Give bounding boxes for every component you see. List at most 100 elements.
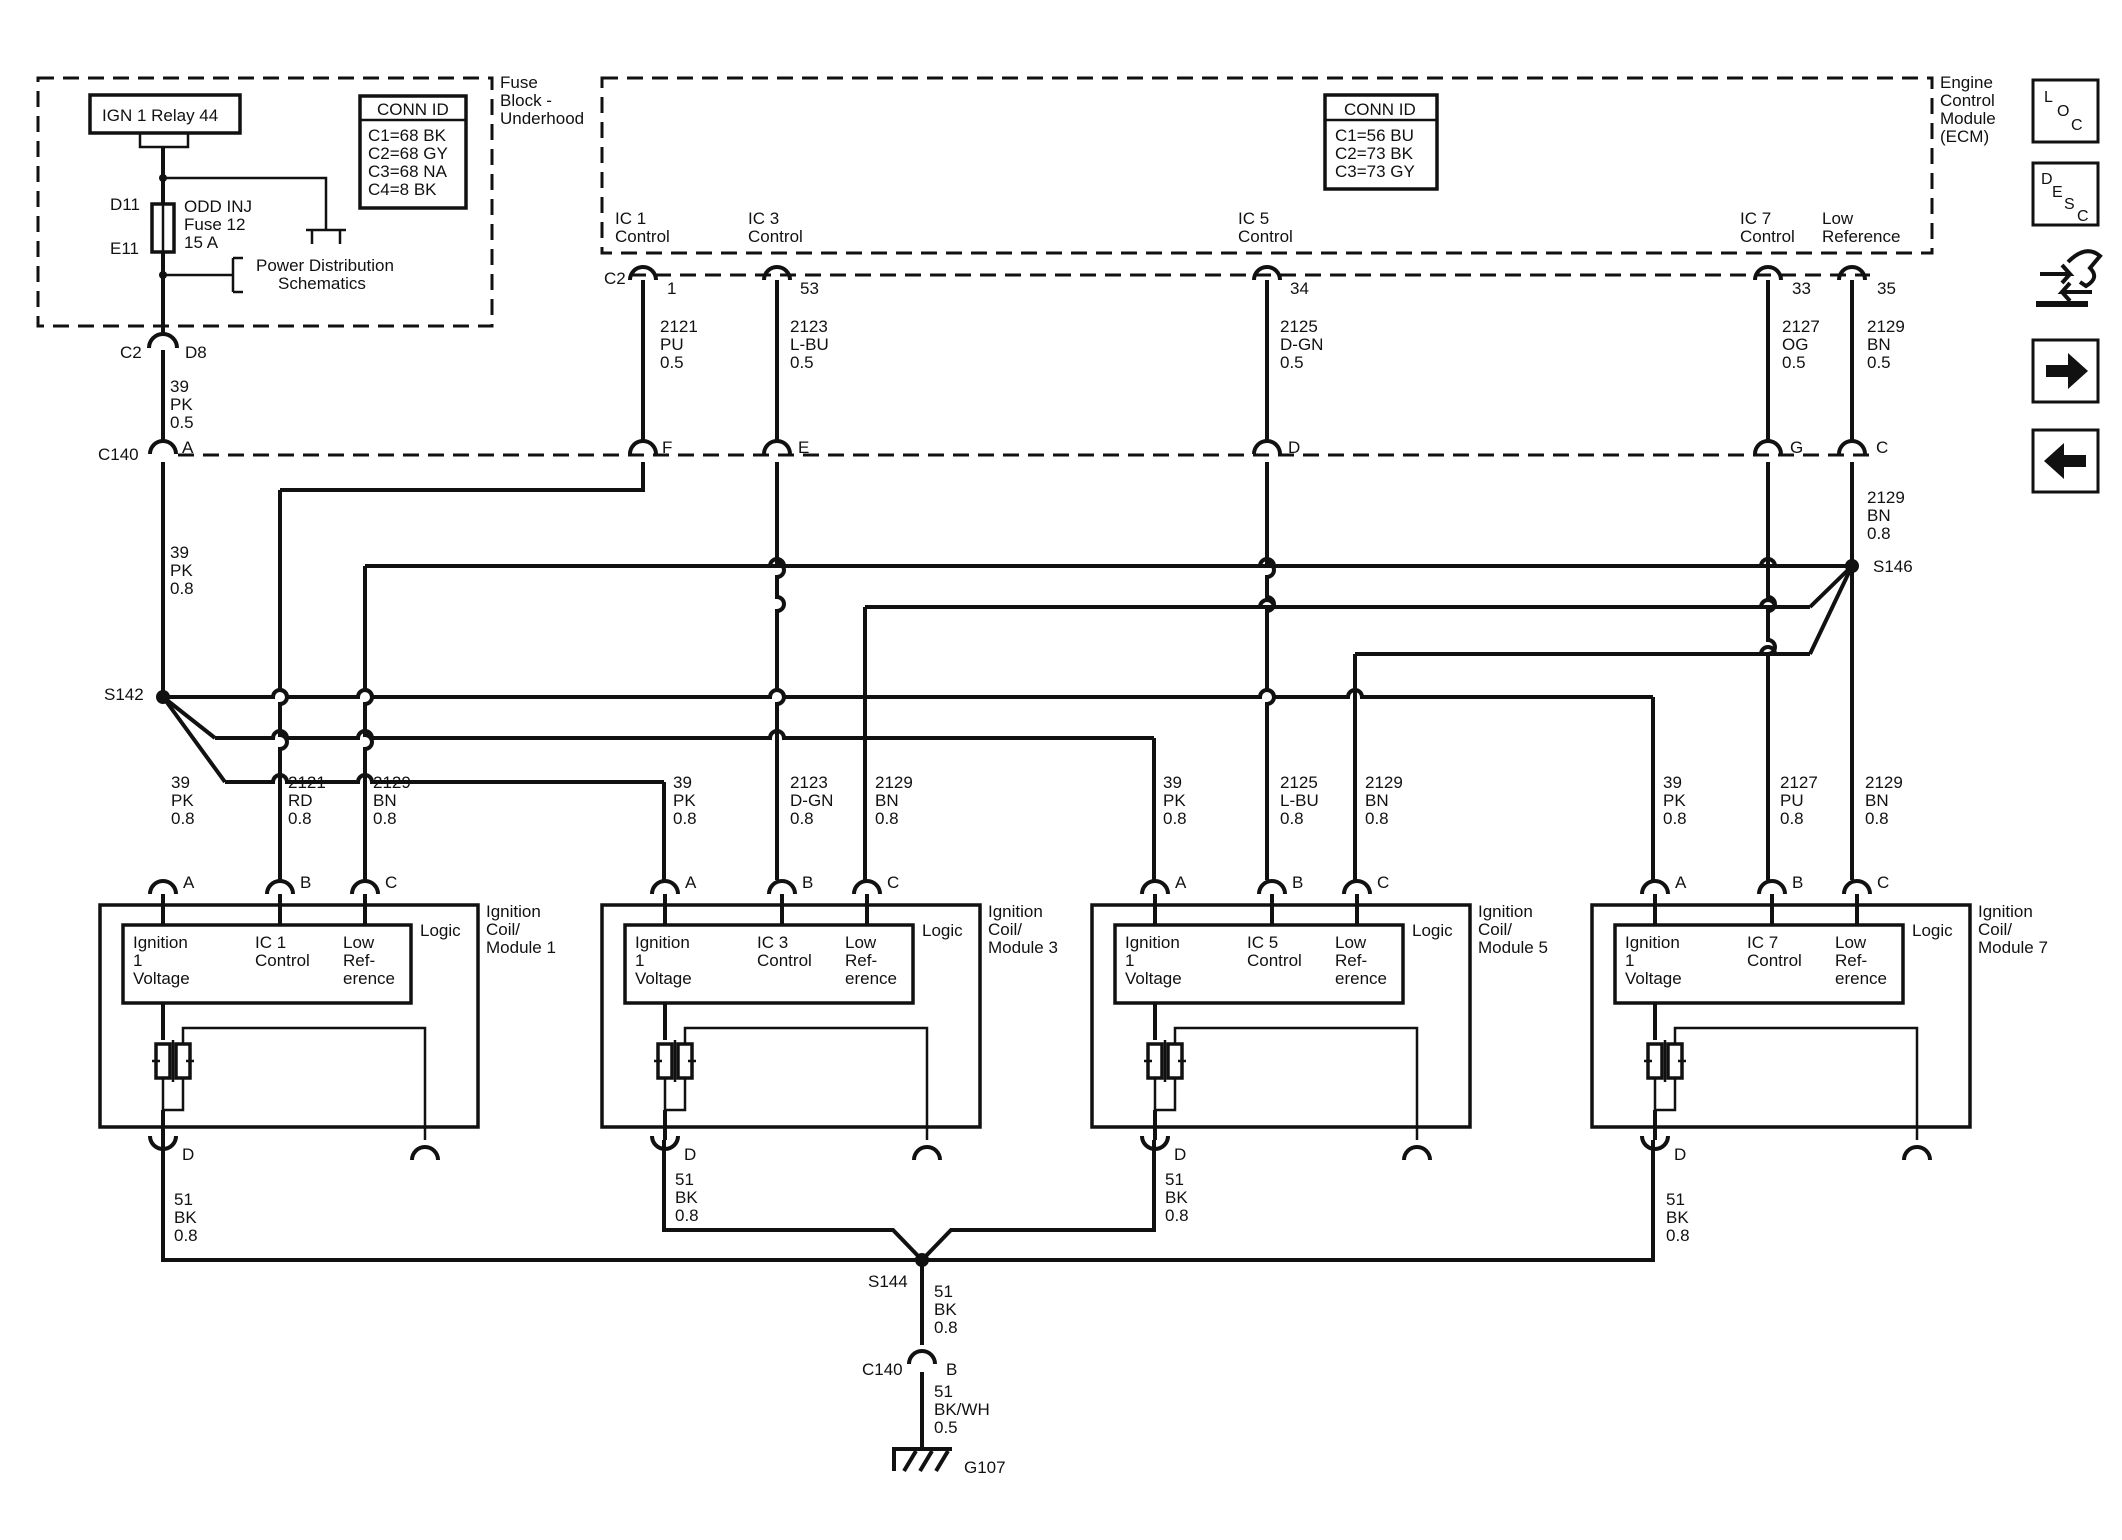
coil7-circuit-2-line-2: 0.8 [1865,809,1889,828]
coil7-secondary-lead [1673,1026,1919,1140]
coil3-spark-output-connector [912,1145,942,1161]
coil5-cell-2-line-1: Ref- [1335,951,1367,970]
ground-conn-pin: B [946,1360,957,1379]
coil1-housing [98,903,480,1129]
location-button[interactable]: L O C [2031,78,2100,144]
c140-pin-d: D [1288,438,1300,457]
coil3-pin-c-label: C [887,873,899,892]
ecm-conn-label: C2 [604,269,626,288]
ic5-wire-drop [1265,462,1276,880]
coil1-pin-b-label: B [300,873,311,892]
coil5-ground-circuit-2: 0.8 [1165,1206,1189,1225]
coil5-cell-0-line-1: 1 [1125,951,1134,970]
connector-view-icon[interactable] [2036,249,2103,307]
coil1-pin-d-label: D [182,1145,194,1164]
feed-circ-2: PK [170,395,193,414]
ecm-pin-connector-4 [1837,265,1867,281]
coil7-cell-0-line-2: Voltage [1625,969,1682,988]
ecm-t3-circ-2: OG [1782,335,1808,354]
arrow-left-icon[interactable] [2031,428,2100,494]
relay-contact-symbol [138,133,190,149]
coil7-cell-1-line-0: IC 7 [1747,933,1778,952]
ref-after-circ-1: 2129 [1867,488,1905,507]
ecm-conn-line-3: C3=73 GY [1335,162,1415,181]
c140-c-connector [1837,439,1867,455]
coil7-circuit-2-line-0: 2129 [1865,773,1903,792]
ground-id-label: G107 [964,1458,1006,1477]
ecm-t0-pin: 1 [667,279,676,298]
ground-c140-connector [907,1349,937,1365]
coil5-cell-1-line-1: Control [1247,951,1302,970]
ref-after-circ-3: 0.8 [1867,524,1891,543]
ground-circuit: 51 BK 0.8 C140 B 51 BK/WH 0.5 G107 [862,1282,1006,1477]
ecm-title-2: Control [1940,91,1995,110]
fuse-conn-line-1: C1=68 BK [368,126,447,145]
fuse-block-title-1: Fuse [500,73,538,92]
ecm-title-3: Module [1940,109,1996,128]
pd-ref-symbol-bottom [163,256,243,294]
coil7-circuit-1-line-0: 2127 [1780,773,1818,792]
lowref-branch-coil3 [865,598,1810,609]
ecm-t2-circ-3: 0.5 [1280,353,1304,372]
coil5-circuit-0-line-0: 39 [1163,773,1182,792]
coil7-core-line [1644,1040,1686,1082]
coil5-pin-b-label: B [1292,873,1303,892]
feed-after-circ-2: PK [170,561,193,580]
c140-e-connector [762,439,792,455]
coil1-secondary-lead [181,1026,427,1140]
fuse-out-connector-symbol [147,332,179,349]
ecm-t0-name-2: Control [615,227,670,246]
ecm-t0-circ-3: 0.5 [660,353,684,372]
coil3-pin-c-connector [852,879,882,895]
ground-trunk-circ-3: 0.8 [934,1318,958,1337]
coil5-logic-label: Logic [1412,921,1453,940]
nav-panel: L O C D E S C [2031,78,2103,494]
ecm-t2-name-2: Control [1238,227,1293,246]
coil7-pin-c-label: C [1877,873,1889,892]
coil3-title-2: Module 3 [988,938,1058,957]
coil1-cell-0-line-1: 1 [133,951,142,970]
coil3-ground-circuit-0: 51 [675,1170,694,1189]
coil1-cell-2-line-0: Low [343,933,375,952]
coil5-logic-block [1113,923,1405,1005]
coil7-winding-return [1653,1078,1677,1112]
desc-letter-s: S [2064,196,2075,213]
ic7-wire-drop [1766,462,1777,880]
coil3-pin-a-connector [650,879,680,895]
coil7-pin-d-label: D [1674,1145,1686,1164]
coil7-ground-circuit-0: 51 [1666,1190,1685,1209]
ecm-t3-pin: 33 [1792,279,1811,298]
coil7-circuit-0-line-1: PK [1663,791,1686,810]
coil1-cell-0-line-2: Voltage [133,969,190,988]
coil5-circuit-0-line-1: PK [1163,791,1186,810]
coil5-circuit-2-line-1: BN [1365,791,1389,810]
lowref-drop-coil1 [363,566,374,880]
desc-letter-d: D [2041,171,2053,188]
coil1-pin-a-connector [148,879,178,895]
lowref-diag-coil3 [1808,564,1854,609]
lowref-branch-coil5 [1355,645,1810,656]
coil7-ground-circuit-2: 0.8 [1666,1226,1690,1245]
coil7-circuit-0-line-0: 39 [1663,773,1682,792]
coil7-pin-b-connector [1757,879,1787,895]
coil1-title-0: Ignition [486,902,541,921]
description-button[interactable]: D E S C [2031,161,2100,227]
coil5-circuit-1-line-1: L-BU [1280,791,1319,810]
ground-conn-label: C140 [862,1360,903,1379]
coil1-ground-circuit-1: BK [174,1208,197,1227]
coil5-circuit-1-line-2: 0.8 [1280,809,1304,828]
c140-pin-c: C [1876,438,1888,457]
coil1-logic-block [121,923,413,1005]
desc-letter-c: C [2077,208,2089,225]
coil3-cell-2-line-1: Ref- [845,951,877,970]
arrow-right-icon[interactable] [2031,338,2100,404]
coil1-core-line [152,1040,194,1082]
fuse-conn-id-box [358,94,468,210]
coil1-cell-0-line-0: Ignition [133,933,188,952]
ecm-t2-name-1: IC 5 [1238,209,1269,228]
ground-final-circ-2: BK/WH [934,1400,990,1419]
ecm-t2-pin: 34 [1290,279,1309,298]
feed-after-circ-3: 0.8 [170,579,194,598]
s142-label: S142 [104,685,144,704]
